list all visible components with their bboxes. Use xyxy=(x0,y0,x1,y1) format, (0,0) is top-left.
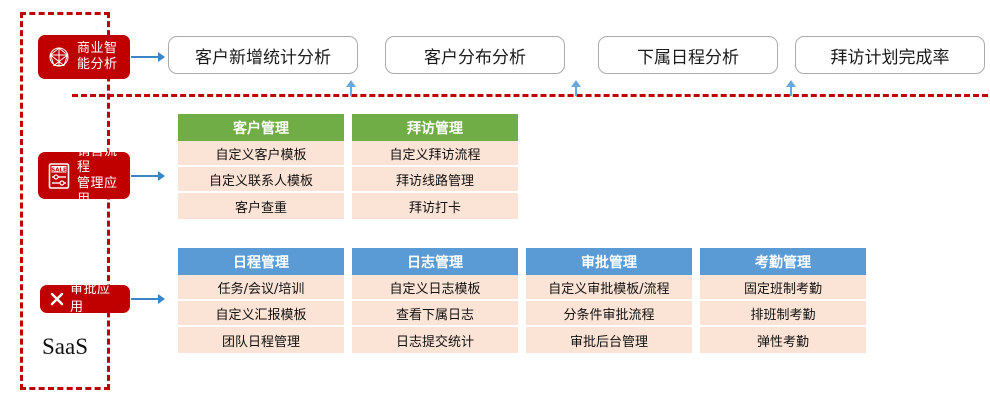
module-table-row[interactable]: 客户查重 xyxy=(178,193,344,219)
module-table: 日程管理任务/会议/培训自定义汇报模板团队日程管理 xyxy=(178,248,344,353)
module-table-row[interactable]: 分条件审批流程 xyxy=(526,301,692,327)
arrow-head xyxy=(158,52,165,62)
module-table-row[interactable]: 审批后台管理 xyxy=(526,327,692,353)
module-table-row[interactable]: 查看下属日志 xyxy=(352,301,518,327)
badge-sales-process-app-label: 销售流程 管理应用 xyxy=(77,143,118,207)
badge-approval-app-label: 审批应用 xyxy=(70,282,111,315)
module-table: 日志管理自定义日志模板查看下属日志日志提交统计 xyxy=(352,248,518,353)
arrow-shaft xyxy=(575,85,577,96)
module-table-row[interactable]: 拜访打卡 xyxy=(352,193,518,219)
module-table-header[interactable]: 客户管理 xyxy=(178,114,344,141)
module-table-row[interactable]: 任务/会议/培训 xyxy=(178,275,344,301)
arrow-shaft xyxy=(131,175,158,177)
module-table-row[interactable]: 拜访线路管理 xyxy=(352,167,518,193)
up-arrow-connector xyxy=(346,80,356,96)
badge-sales-process-app[interactable]: SALE 销售流程 管理应用 xyxy=(38,144,130,207)
badge-approval-app[interactable]: 审批应用 xyxy=(40,282,130,315)
analysis-button[interactable]: 下属日程分析 xyxy=(598,36,778,74)
svg-text:SALE: SALE xyxy=(51,167,67,173)
saas-boundary-box xyxy=(20,12,110,390)
saas-boundary-divider xyxy=(72,94,988,97)
arrow-bi-to-analysis xyxy=(131,52,165,62)
module-table-row[interactable]: 自定义审批模板/流程 xyxy=(526,275,692,301)
arrow-head xyxy=(571,80,581,87)
arrow-head xyxy=(158,294,165,304)
module-table: 拜访管理自定义拜访流程拜访线路管理拜访打卡 xyxy=(352,114,518,219)
analysis-button[interactable]: 客户分布分析 xyxy=(385,36,565,74)
badge-business-intelligence-label: 商业智 能分析 xyxy=(77,41,118,72)
module-table-row[interactable]: 自定义拜访流程 xyxy=(352,141,518,167)
sale-document-icon: SALE xyxy=(46,162,72,189)
module-table-header[interactable]: 审批管理 xyxy=(526,248,692,275)
module-table: 客户管理自定义客户模板自定义联系人模板客户查重 xyxy=(178,114,344,219)
module-table-row[interactable]: 自定义日志模板 xyxy=(352,275,518,301)
arrow-shaft xyxy=(790,85,792,96)
up-arrow-connector xyxy=(571,80,581,96)
network-graph-icon xyxy=(46,44,72,70)
arrow-head xyxy=(786,80,796,87)
module-table-header[interactable]: 拜访管理 xyxy=(352,114,518,141)
up-arrow-connector xyxy=(786,80,796,96)
module-table: 审批管理自定义审批模板/流程分条件审批流程审批后台管理 xyxy=(526,248,692,353)
arrow-head xyxy=(346,80,356,87)
saas-label: SaaS xyxy=(42,334,88,359)
arrow-approval-to-modules xyxy=(131,294,165,304)
module-table: 考勤管理固定班制考勤排班制考勤弹性考勤 xyxy=(700,248,866,353)
arrow-shaft xyxy=(350,85,352,96)
module-table-row[interactable]: 日志提交统计 xyxy=(352,327,518,353)
module-table-row[interactable]: 团队日程管理 xyxy=(178,327,344,353)
module-table-row[interactable]: 排班制考勤 xyxy=(700,301,866,327)
module-table-row[interactable]: 自定义汇报模板 xyxy=(178,301,344,327)
analysis-button[interactable]: 客户新增统计分析 xyxy=(168,36,358,74)
module-table-row[interactable]: 自定义客户模板 xyxy=(178,141,344,167)
module-table-header[interactable]: 日志管理 xyxy=(352,248,518,275)
arrow-shaft xyxy=(131,56,158,58)
module-table-row[interactable]: 自定义联系人模板 xyxy=(178,167,344,193)
arrow-sales-to-modules xyxy=(131,171,165,181)
badge-business-intelligence[interactable]: 商业智 能分析 xyxy=(38,35,130,79)
cross-check-icon xyxy=(48,290,66,308)
module-table-row[interactable]: 弹性考勤 xyxy=(700,327,866,353)
module-table-header[interactable]: 考勤管理 xyxy=(700,248,866,275)
arrow-shaft xyxy=(131,298,158,300)
module-table-header[interactable]: 日程管理 xyxy=(178,248,344,275)
arrow-head xyxy=(158,171,165,181)
module-table-row[interactable]: 固定班制考勤 xyxy=(700,275,866,301)
analysis-button[interactable]: 拜访计划完成率 xyxy=(795,36,985,74)
